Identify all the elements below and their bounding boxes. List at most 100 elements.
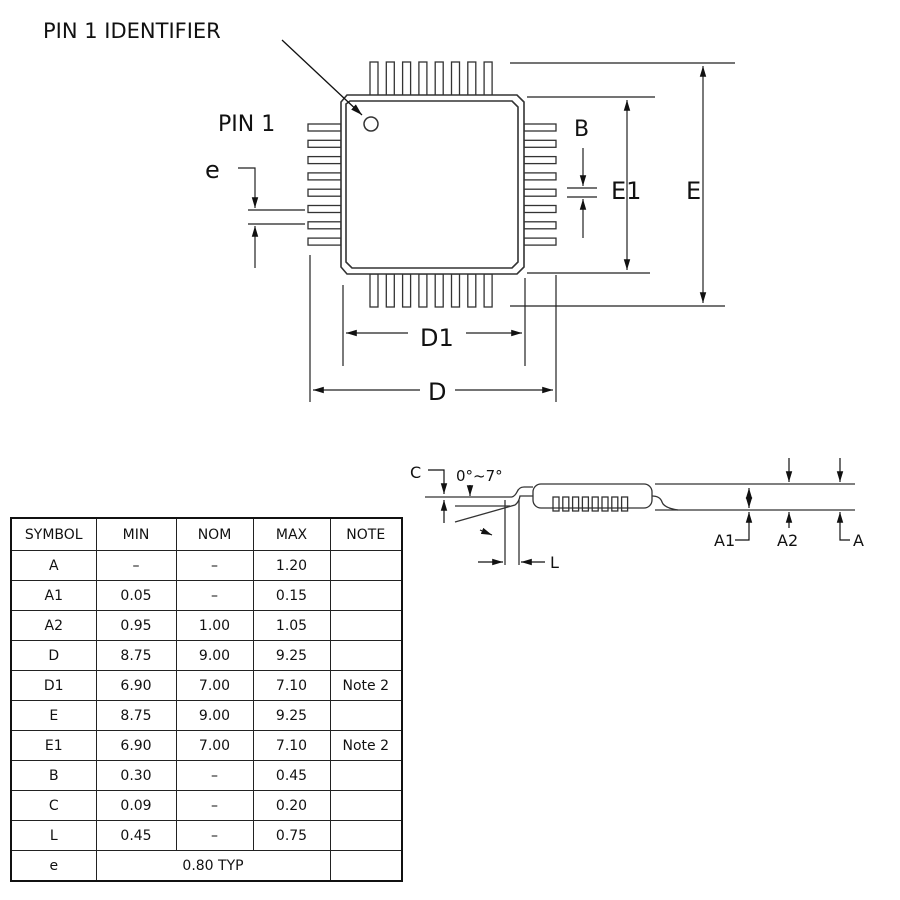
cell-note	[329, 580, 403, 611]
side-lead	[591, 496, 599, 512]
e-label: e	[205, 156, 220, 184]
side-view	[425, 483, 855, 565]
C-label: C	[410, 463, 421, 482]
cell-nom: –	[175, 790, 254, 821]
side-lead	[552, 496, 560, 512]
angle-label: 0°~7°	[456, 467, 503, 485]
cell-max: 0.15	[252, 580, 331, 611]
side-lead	[562, 496, 570, 512]
pin-right	[523, 123, 557, 132]
header-max: MAX	[252, 517, 331, 551]
cell-min: 0.30	[95, 760, 177, 791]
cell-nom: –	[175, 760, 254, 791]
cell-max: 7.10	[252, 730, 331, 761]
pin1-identifier-leader	[281, 39, 363, 116]
cell-min: 6.90	[95, 730, 177, 761]
cell-symbol: A1	[10, 580, 97, 611]
pin-right	[523, 237, 557, 246]
cell-symbol: E1	[10, 730, 97, 761]
cell-symbol: D1	[10, 670, 97, 701]
header-min: MIN	[95, 517, 177, 551]
E-label: E	[686, 177, 701, 205]
pin-right	[523, 188, 557, 197]
pin-bottom	[434, 273, 444, 308]
header-nom: NOM	[175, 517, 254, 551]
cell-max: 9.25	[252, 700, 331, 731]
cell-max: 0.75	[252, 820, 331, 851]
cell-min: 0.45	[95, 820, 177, 851]
side-lead	[581, 496, 590, 512]
cell-nom: –	[175, 580, 254, 611]
cell-note	[329, 700, 403, 731]
pin1-identifier-label: PIN 1 IDENTIFIER	[43, 19, 221, 43]
cell-max: 0.20	[252, 790, 331, 821]
side-lead	[601, 496, 609, 512]
package-body-outer	[340, 94, 525, 275]
cell-min: 0.09	[95, 790, 177, 821]
pin-left	[307, 221, 342, 230]
pin-top	[401, 61, 412, 97]
cell-note	[329, 760, 403, 791]
pin-top	[418, 61, 428, 97]
cell-note	[329, 610, 403, 641]
cell-max: 0.45	[252, 760, 331, 791]
cell-symbol: B	[10, 760, 97, 791]
cell-note: Note 2	[329, 730, 403, 761]
pin-left	[307, 204, 342, 214]
cell-max: 1.05	[252, 610, 331, 641]
cell-nom: 9.00	[175, 700, 254, 731]
pin-right	[523, 139, 557, 148]
cell-note	[329, 850, 403, 882]
E1-label: E1	[611, 177, 641, 205]
A1-label: A1	[714, 531, 735, 550]
pin-bottom	[467, 273, 477, 308]
cell-min: 0.05	[95, 580, 177, 611]
header-symbol: SYMBOL	[10, 517, 97, 551]
pin-top	[369, 61, 379, 97]
header-note: NOTE	[329, 517, 403, 551]
pin-bottom	[483, 273, 493, 308]
cell-nom: 7.00	[175, 730, 254, 761]
cell-min: 8.75	[95, 700, 177, 731]
pin-bottom	[450, 273, 461, 308]
cell-symbol: L	[10, 820, 97, 851]
pin-right	[523, 204, 557, 214]
cell-nom: 9.00	[175, 640, 254, 671]
pin-top	[467, 61, 477, 97]
pin1-label: PIN 1	[218, 112, 275, 137]
cell-symbol: C	[10, 790, 97, 821]
L-label: L	[550, 553, 559, 572]
pin-top	[434, 61, 444, 97]
cell-max: 1.20	[252, 550, 331, 581]
cell-symbol: A	[10, 550, 97, 581]
cell-nom: 1.00	[175, 610, 254, 641]
cell-note	[329, 550, 403, 581]
pin-right	[523, 221, 557, 230]
cell-min: –	[95, 550, 177, 581]
cell-max: 7.10	[252, 670, 331, 701]
cell-nom: 7.00	[175, 670, 254, 701]
pin-left	[307, 123, 342, 132]
pin-bottom	[418, 273, 428, 308]
B-label: B	[574, 117, 589, 142]
D-label: D	[428, 378, 446, 406]
side-lead	[620, 496, 629, 512]
cell-min: 0.95	[95, 610, 177, 641]
cell-max: 9.25	[252, 640, 331, 671]
cell-nom: –	[175, 820, 254, 851]
package-body-inner	[345, 100, 519, 269]
cell-symbol: E	[10, 700, 97, 731]
pin-right	[523, 155, 557, 165]
side-lead	[571, 496, 580, 512]
pin-top	[450, 61, 461, 97]
cell-symbol: e	[10, 850, 97, 882]
cell-typ-value: 0.80 TYP	[95, 850, 331, 882]
